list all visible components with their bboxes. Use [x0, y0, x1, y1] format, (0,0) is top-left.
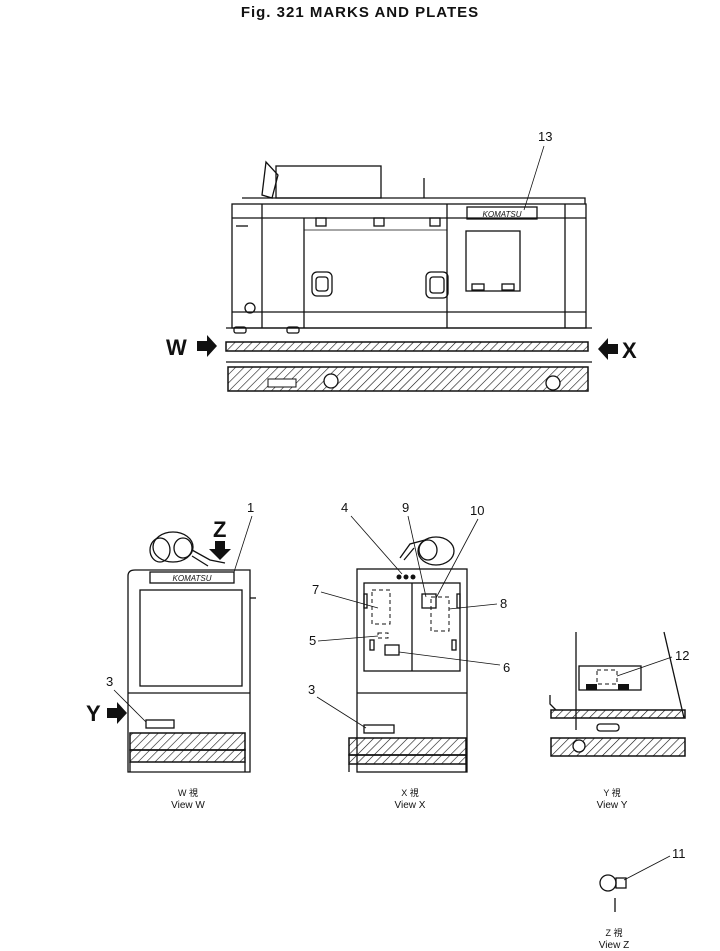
- callout-1: 1: [247, 500, 254, 515]
- side-view-machine: KOMATSU: [225, 160, 592, 392]
- view-y-caption: View Y: [597, 800, 628, 811]
- figure-title: Fig. 321 MARKS AND PLATES: [240, 4, 480, 21]
- view-x-caption-jp: X 視: [401, 787, 419, 798]
- view-z-caption-jp: Z 視: [606, 927, 623, 938]
- arrow-z: Z: [209, 517, 231, 560]
- callout-3a: 3: [106, 674, 113, 689]
- callout-11: 11: [672, 846, 686, 861]
- callout-10: 10: [470, 503, 484, 518]
- view-y-caption-jp: Y 視: [603, 787, 620, 798]
- arrow-y: Y: [86, 701, 127, 726]
- view-x-caption: View X: [395, 800, 426, 811]
- callout-3b: 3: [308, 682, 315, 697]
- view-w-caption-jp: W 視: [178, 787, 198, 798]
- side-nameplate-text: KOMATSU: [483, 210, 522, 219]
- view-z-caption: View Z: [599, 940, 629, 951]
- callout-12: 12: [675, 648, 689, 663]
- arrow-x-label: X: [622, 338, 637, 363]
- arrow-w-label: W: [166, 335, 187, 360]
- callout-6: 6: [503, 660, 510, 675]
- callout-4: 4: [341, 500, 348, 515]
- callout-8: 8: [500, 596, 507, 611]
- view-y-machine: [549, 631, 686, 757]
- callout-5: 5: [309, 633, 316, 648]
- view-w-nameplate-text: KOMATSU: [173, 574, 212, 583]
- callout-9: 9: [402, 500, 409, 515]
- view-z-machine: [599, 874, 627, 912]
- view-w-caption: View W: [171, 800, 205, 811]
- arrow-w: W: [166, 335, 217, 360]
- arrow-y-label: Y: [86, 701, 101, 726]
- callout-13: 13: [538, 129, 552, 144]
- arrow-x: X: [598, 338, 637, 363]
- view-x-machine: [348, 536, 468, 773]
- callout-7: 7: [312, 582, 319, 597]
- view-w-machine: KOMATSU: [127, 531, 256, 773]
- arrow-z-label: Z: [213, 517, 226, 542]
